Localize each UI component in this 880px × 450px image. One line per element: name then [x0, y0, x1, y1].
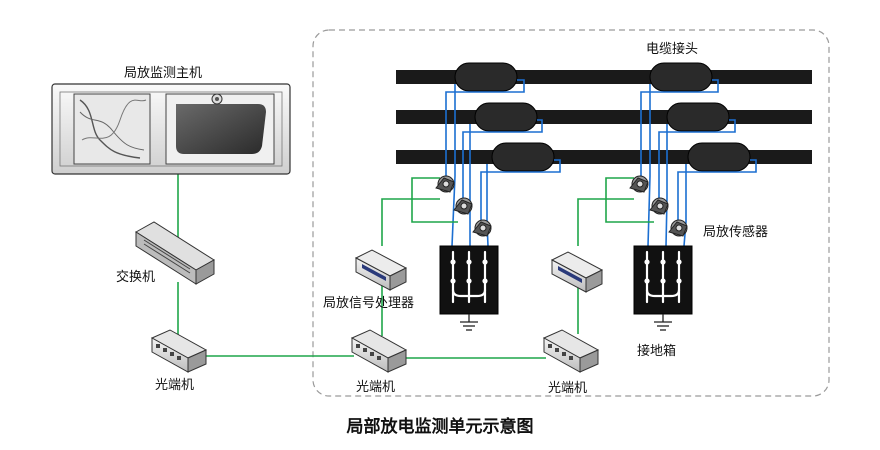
- pd-sensors-left: [435, 175, 492, 237]
- network-switch: [135, 221, 215, 285]
- pd-sensor: [435, 175, 455, 193]
- pd-sensor: [629, 175, 649, 193]
- fiber-mid-label: 光端机: [356, 380, 396, 395]
- cable-joint: [666, 102, 730, 132]
- pd-sensors-right: [629, 175, 688, 237]
- sensor-label: 局放传感器: [703, 225, 769, 240]
- cable-joint: [491, 142, 555, 172]
- diagram-caption: 局部放电监测单元示意图: [346, 417, 534, 437]
- monitoring-host-computer: [51, 83, 291, 175]
- network-links: [177, 173, 654, 359]
- processor-label: 局放信号处理器: [323, 296, 415, 311]
- grounding-box-left: [439, 245, 499, 331]
- fiber-left-label: 光端机: [155, 378, 195, 393]
- cable-joint: [454, 62, 518, 92]
- cable-joint-label: 电缆接头: [646, 42, 699, 57]
- signal-processor-left: [354, 249, 408, 291]
- pd-sensor: [472, 219, 492, 237]
- cable-joints: [454, 62, 751, 172]
- fiber-transceiver-left: [150, 329, 208, 373]
- cable-joint: [474, 102, 538, 132]
- host-label: 局放监测主机: [124, 66, 203, 81]
- signal-processor-right: [550, 251, 604, 293]
- pd-sensor: [668, 219, 688, 237]
- pd-sensor: [453, 197, 473, 215]
- pd-sensor: [649, 197, 669, 215]
- grounding-box-right: [633, 245, 693, 331]
- switch-label: 交换机: [116, 270, 156, 285]
- fiber-right-label: 光端机: [548, 381, 588, 396]
- fiber-transceiver-right: [542, 329, 600, 373]
- ground-box-label: 接地箱: [637, 344, 677, 359]
- cable-joint: [649, 62, 713, 92]
- monitoring-area-boundary: [312, 29, 830, 397]
- fiber-transceiver-middle: [350, 329, 408, 373]
- cable-joint: [687, 142, 751, 172]
